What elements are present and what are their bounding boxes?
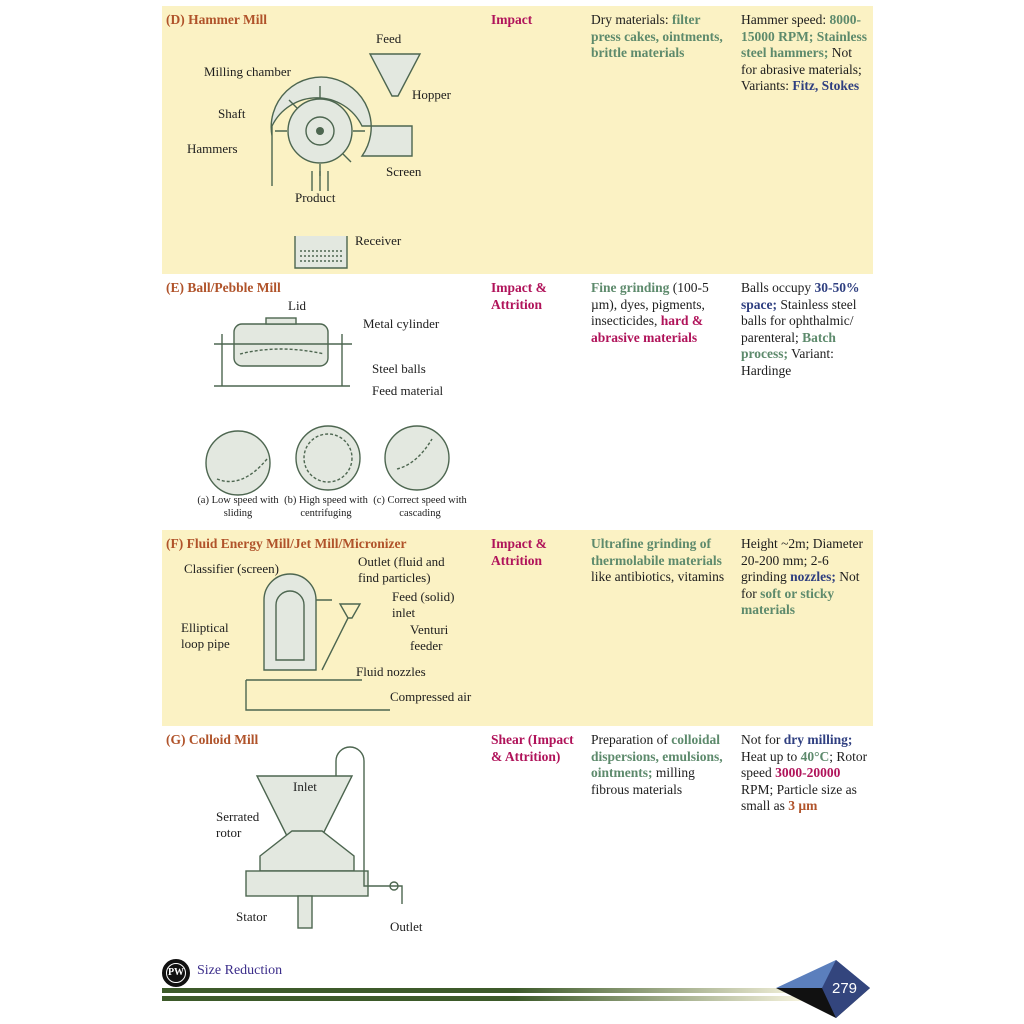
text-segment: 30-50% space; (741, 280, 860, 312)
mechanism: Impact & Attrition (491, 536, 547, 568)
notes: Hammer speed: 8000-15000 RPM; Stainless … (741, 12, 871, 95)
label-receiver: Receiver (355, 233, 402, 248)
colloid-mill-diagram (245, 746, 403, 929)
uses: Preparation of colloidal dispersions, em… (591, 732, 731, 798)
text-segment: Variant: Hardinge (741, 346, 834, 378)
notes: Balls occupy 30-50% space; Stainless ste… (741, 280, 871, 380)
text-segment: Fitz, Stokes (792, 78, 860, 94)
text-segment: RPM; Particle size as small as (741, 781, 857, 814)
text-segment: Dry materials: (591, 12, 672, 27)
label-product: Product (295, 190, 336, 205)
text-segment: 3000-20000 (775, 765, 841, 781)
pw-logo: PW (162, 959, 190, 987)
label-feed-inlet: Feed (solid) inlet (392, 589, 455, 620)
mechanism: Shear (Impact & Attrition) (491, 732, 574, 764)
fluid-energy-mill-diagram (245, 573, 390, 711)
label-venturi-feeder: Venturi feeder (410, 622, 449, 653)
footer-rule (162, 996, 802, 1001)
label-screen: Screen (386, 164, 422, 179)
text-segment: 8000-15000 RPM; Stainless steel hammers; (741, 12, 867, 61)
label-outlet: Outlet (390, 919, 423, 934)
text-segment: filter press cakes, ointments, brittle m… (591, 12, 723, 61)
label-steel-balls: Steel balls (372, 361, 426, 376)
text-segment: dry milling; (783, 732, 853, 747)
text-segment: Stainless steel balls for ophthalmic/ pa… (741, 296, 857, 345)
uses: Fine grinding (100-5 µm), dyes, pigments… (591, 280, 731, 346)
label-shaft: Shaft (218, 106, 246, 121)
caption-correct-speed: (c) Correct speed with cascading (373, 495, 467, 519)
page-number: 279 (832, 980, 858, 997)
text-segment: Balls occupy (741, 280, 815, 295)
label-milling-chamber: Milling chamber (204, 64, 292, 79)
mill-title: (G) Colloid Mill (166, 732, 259, 747)
text-segment: Not for (741, 569, 860, 601)
text-segment: nozzles; (790, 569, 836, 585)
row-fluid-energy-mill: (F) Fluid Energy Mill/Jet Mill/Micronize… (162, 530, 873, 726)
text-segment: ; Rotor speed (741, 748, 868, 781)
text-segment: like antibiotics, vitamins (591, 569, 725, 585)
label-serrated-rotor: Serrated rotor (216, 809, 260, 840)
row-hammer-mill: (D) Hammer Mill Impact Dry materials: fi… (162, 6, 873, 274)
text-segment: Heat up to (741, 748, 801, 764)
text-segment: Preparation of (591, 732, 672, 747)
hammer-mill-diagram (270, 53, 422, 269)
label-classifier: Classifier (screen) (184, 561, 279, 576)
uses: Dry materials: filter press cakes, ointm… (591, 12, 731, 62)
notes: Not for dry milling; Heat up to 40°C; Ro… (741, 732, 871, 815)
text-segment: Height ~2m; Diameter 20-200 mm; 2-6 grin… (741, 536, 864, 585)
label-inlet: Inlet (293, 779, 317, 794)
mechanism: Impact & Attrition (491, 280, 547, 312)
logo-text: PW (166, 963, 186, 983)
mill-title: (F) Fluid Energy Mill/Jet Mill/Micronize… (166, 536, 407, 551)
label-feed: Feed (376, 31, 402, 46)
text-segment: 40°C (800, 748, 830, 764)
ball-mill-diagram (205, 317, 450, 496)
label-elliptical-loop: Elliptical loop pipe (181, 620, 230, 651)
text-segment: Not for abrasive materials; Variants: (741, 45, 862, 94)
label-stator: Stator (236, 909, 268, 924)
mill-title: (E) Ball/Pebble Mill (166, 280, 281, 295)
label-hammers: Hammers (187, 141, 238, 156)
text-segment: Batch process; (741, 329, 836, 362)
row-colloid-mill: (G) Colloid Mill Shear (Impact & Attriti… (162, 726, 873, 950)
text-segment: 3 µm (788, 798, 818, 814)
caption-high-speed: (b) High speed with centrifuging (284, 495, 368, 519)
text-segment: Hammer speed: (741, 12, 830, 27)
label-fluid-nozzles: Fluid nozzles (356, 664, 426, 679)
label-lid: Lid (288, 298, 307, 313)
label-hopper: Hopper (412, 87, 451, 102)
text-segment: Fine grinding (591, 280, 670, 295)
text-segment: Not for (741, 732, 784, 747)
uses: Ultrafine grinding of thermolabile mater… (591, 536, 731, 586)
label-outlet: Outlet (fluid and find particles) (358, 554, 445, 585)
mill-title: (D) Hammer Mill (166, 12, 267, 27)
row-ball-mill: (E) Ball/Pebble Mill Impact & Attrition … (162, 274, 873, 530)
label-metal-cylinder: Metal cylinder (363, 316, 440, 331)
text-segment: (100-5 µm), dyes, pigments, insecticides… (591, 280, 709, 329)
label-feed-material: Feed material (372, 383, 444, 398)
text-segment: colloidal dispersions, emulsions, ointme… (591, 732, 723, 781)
text-segment: Ultrafine grinding of thermolabile mater… (591, 536, 722, 568)
text-segment: milling fibrous materials (591, 765, 695, 797)
notes: Height ~2m; Diameter 20-200 mm; 2-6 grin… (741, 536, 871, 619)
page-number-badge (776, 960, 870, 1018)
mechanism: Impact (491, 12, 533, 27)
label-compressed-air: Compressed air (390, 689, 472, 704)
text-segment: hard & abrasive materials (591, 313, 704, 345)
footer-rule (162, 988, 802, 993)
section-title: Size Reduction (197, 963, 283, 978)
caption-low-speed: (a) Low speed with sliding (197, 495, 279, 519)
text-segment: soft or sticky materials (741, 585, 835, 618)
